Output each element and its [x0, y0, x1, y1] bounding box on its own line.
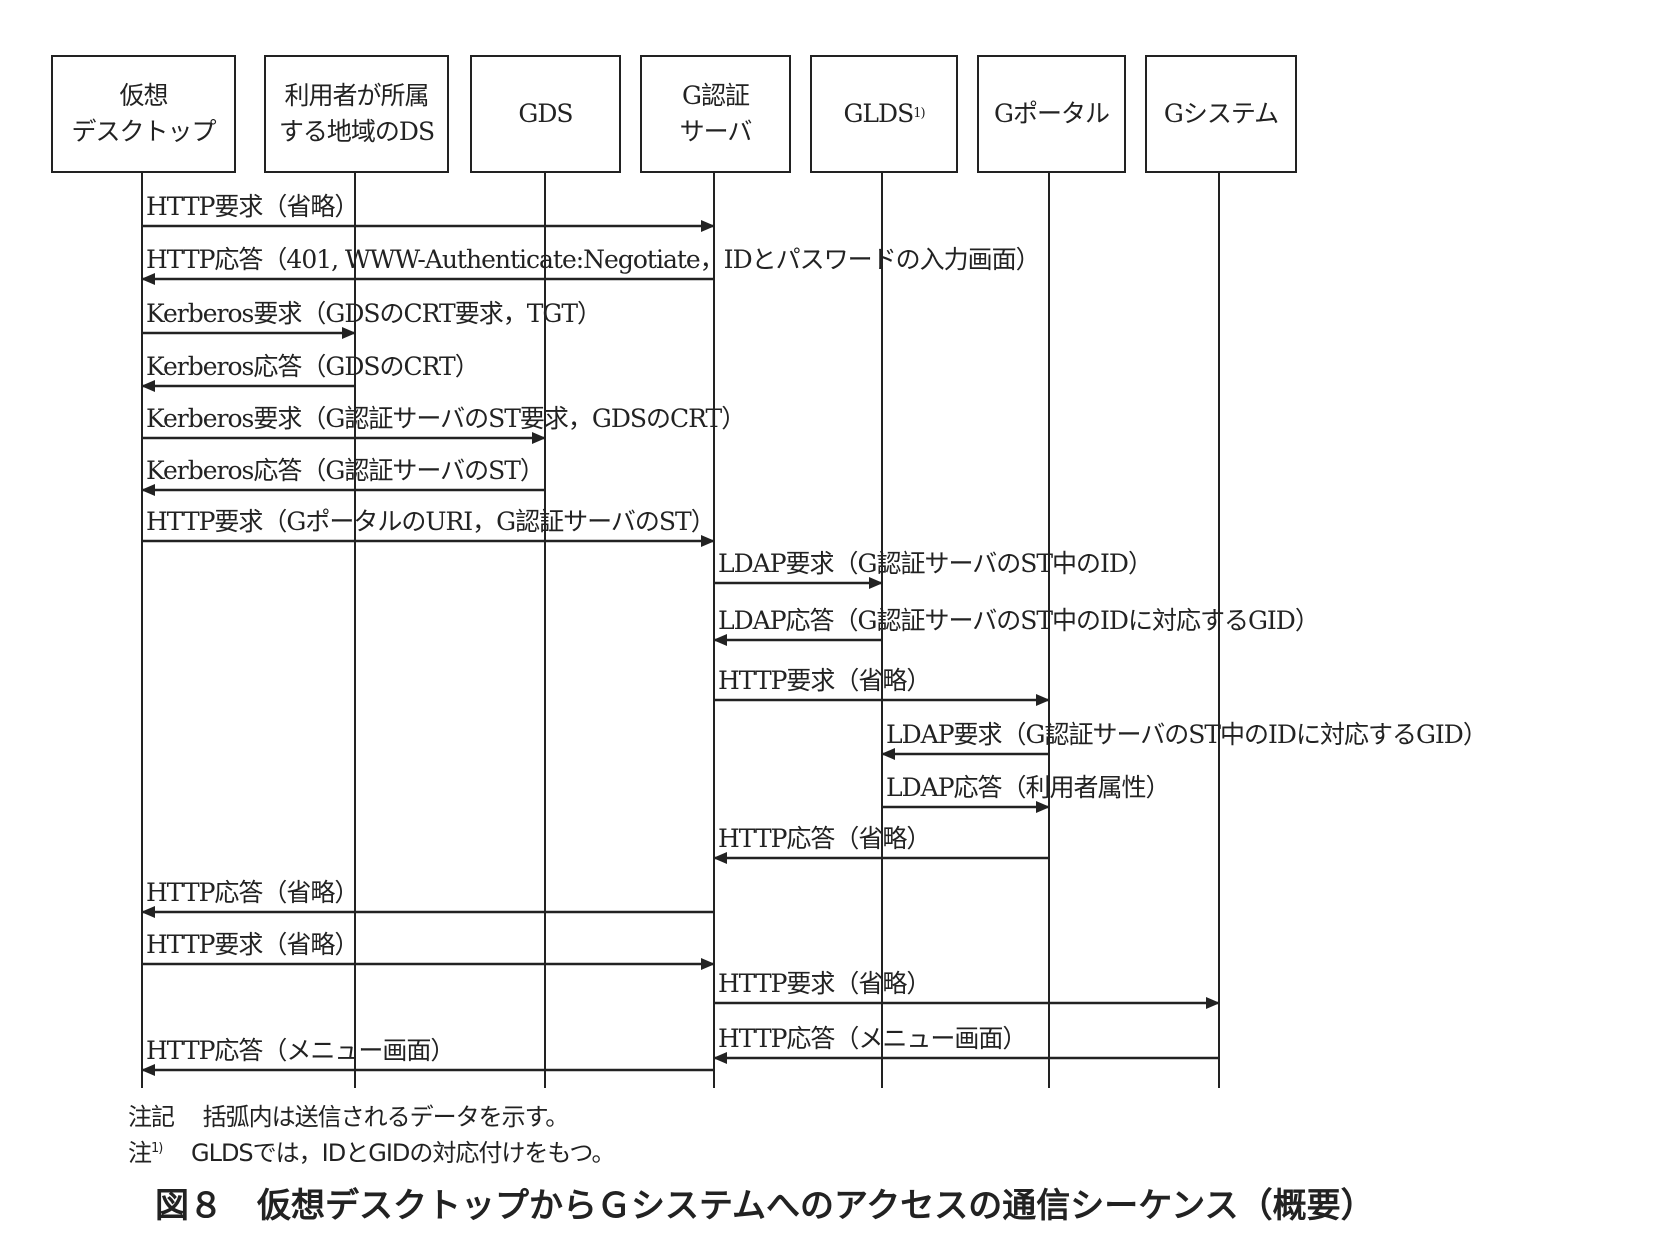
participant-label: G認証 サーバ — [679, 81, 753, 146]
footnote-mark: 1) — [151, 1141, 163, 1156]
message-label: LDAP応答（G認証サーバのST中のIDに対応するGID） — [718, 606, 1320, 635]
footnote-label: 注 — [128, 1139, 152, 1167]
participant-label: GDS — [518, 99, 573, 128]
message-label: HTTP応答（省略） — [718, 824, 931, 853]
message-label: HTTP応答（省略） — [146, 878, 359, 907]
participant-box: G認証 サーバ — [640, 55, 791, 173]
message-label: HTTP要求（省略） — [718, 969, 931, 998]
participant-label: Gポータル — [994, 99, 1110, 128]
message-label: HTTP要求（省略） — [146, 192, 359, 221]
participant-box: Gポータル — [977, 55, 1126, 173]
message-label: HTTP応答（メニュー画面） — [718, 1024, 1027, 1053]
footnote-1: 注1) GLDSでは，IDとGIDの対応付けをもつ。 — [128, 1133, 615, 1168]
participant-box: 仮想 デスクトップ — [51, 55, 236, 173]
message-label: LDAP要求（G認証サーバのST中のIDに対応するGID） — [886, 720, 1488, 749]
participant-label: GLDS — [843, 99, 914, 128]
message-label: HTTP要求（省略） — [146, 930, 359, 959]
participant-note-mark: 1) — [913, 106, 925, 121]
message-label: Kerberos応答（GDSのCRT） — [146, 352, 480, 381]
figure-caption: 図８ 仮想デスクトップからＧシステムへのアクセスの通信シーケンス（概要） — [155, 1186, 1375, 1226]
participant-box: GDS — [470, 55, 621, 173]
footnote-text: GLDSでは，IDとGIDの対応付けをもつ。 — [190, 1139, 615, 1167]
message-label: HTTP応答（401, WWW-Authenticate:Negotiate，I… — [146, 245, 1041, 274]
remark-text: 括弧内は送信されるデータを示す。 — [202, 1103, 570, 1131]
message-label: HTTP要求（GポータルのURI，G認証サーバのST） — [146, 507, 716, 536]
message-label: LDAP応答（利用者属性） — [886, 773, 1171, 802]
message-label: LDAP要求（G認証サーバのST中のID） — [718, 549, 1153, 578]
participant-box: 利用者が所属 する地域のDS — [264, 55, 449, 173]
message-label: HTTP要求（省略） — [718, 666, 931, 695]
participant-box: Gシステム — [1145, 55, 1297, 173]
message-label: HTTP応答（メニュー画面） — [146, 1036, 455, 1065]
participant-label: Gシステム — [1163, 99, 1279, 128]
message-label: Kerberos応答（G認証サーバのST） — [146, 456, 545, 485]
message-label: Kerberos要求（G認証サーバのST要求，GDSのCRT） — [146, 404, 746, 433]
remark-note: 注記 括弧内は送信されるデータを示す。 — [128, 1097, 570, 1132]
participant-label: 利用者が所属 する地域のDS — [278, 81, 435, 146]
participant-label: 仮想 デスクトップ — [71, 81, 216, 146]
message-label: Kerberos要求（GDSのCRT要求，TGT） — [146, 299, 602, 328]
remark-label: 注記 — [128, 1103, 175, 1131]
